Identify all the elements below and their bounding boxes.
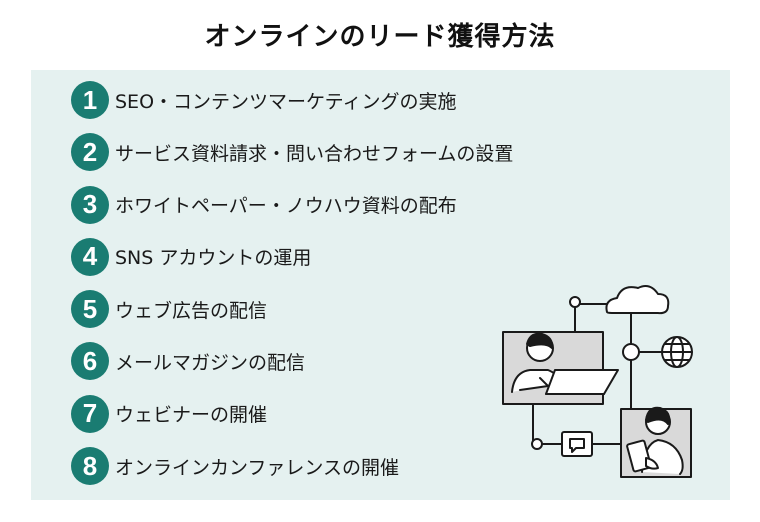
list-item: 7 ウェビナーの開催 xyxy=(71,394,513,434)
number-badge: 3 xyxy=(71,185,109,224)
page-title: オンラインのリード獲得方法 xyxy=(204,22,556,52)
number-badge: 7 xyxy=(71,394,109,433)
person-phone-window xyxy=(620,406,692,478)
list-item: 3 ホワイトペーパー・ノウハウ資料の配布 xyxy=(71,185,513,225)
list-item-label: サービス資料請求・問い合わせフォームの設置 xyxy=(115,142,514,165)
junction-dot xyxy=(622,343,640,361)
person-laptop-window xyxy=(502,331,619,405)
number-badge: 2 xyxy=(71,133,109,172)
cloud-icon xyxy=(605,285,670,315)
list-item-label: ウェブ広告の配信 xyxy=(115,299,268,322)
list-item-label: メールマガジンの配信 xyxy=(115,351,306,374)
number-badge: 1 xyxy=(71,81,109,119)
list-item-label: SNS アカウントの運用 xyxy=(115,247,312,270)
list-item-label: ホワイトペーパー・ノウハウ資料の配布 xyxy=(115,195,457,218)
chat-bubble-icon xyxy=(561,431,593,457)
list-item-label: ウェビナーの開催 xyxy=(115,404,268,427)
number-badge: 8 xyxy=(71,447,109,486)
globe-icon xyxy=(661,336,693,368)
list-item: 4 SNS アカウントの運用 xyxy=(71,237,513,277)
list-item: 1 SEO・コンテンツマーケティングの実施 xyxy=(71,80,513,120)
number-badge: 4 xyxy=(71,237,109,276)
junction-dot xyxy=(531,438,543,450)
number-badge: 5 xyxy=(71,290,109,329)
list-item: 5 ウェブ広告の配信 xyxy=(71,289,513,329)
junction-dot xyxy=(569,296,581,308)
method-list: 1 SEO・コンテンツマーケティングの実施 2 サービス資料請求・問い合わせフォ… xyxy=(71,80,513,498)
list-item-label: オンラインカンファレンスの開催 xyxy=(115,456,400,479)
number-badge: 6 xyxy=(71,342,109,381)
list-item-label: SEO・コンテンツマーケティングの実施 xyxy=(115,90,457,113)
list-item: 2 サービス資料請求・問い合わせフォームの設置 xyxy=(71,132,513,172)
list-item: 6 メールマガジンの配信 xyxy=(71,341,513,381)
list-item: 8 オンラインカンファレンスの開催 xyxy=(71,446,513,486)
content-panel xyxy=(31,70,730,500)
online-network-illustration xyxy=(502,285,693,478)
